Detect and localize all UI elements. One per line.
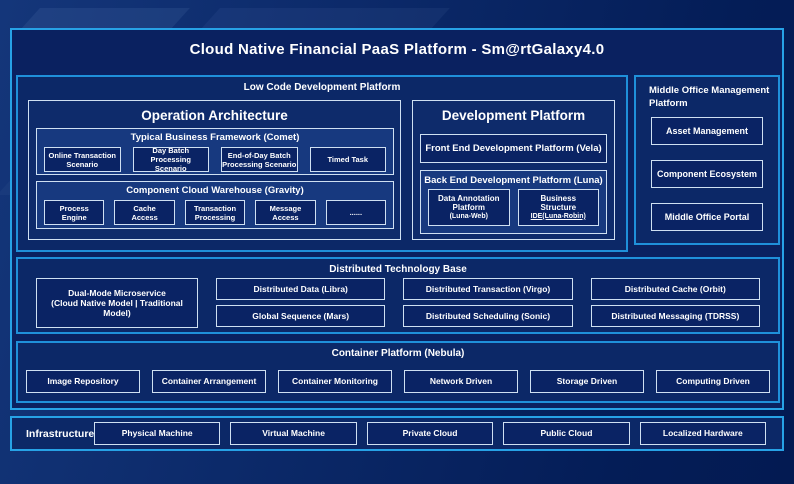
container-item-network-driven: Network Driven: [404, 370, 518, 393]
warehouse-item-message-access: Message Access: [255, 200, 316, 225]
warehouse-item-more: ......: [325, 200, 387, 225]
warehouse-item-transaction-processing: Transaction Processing: [184, 200, 246, 225]
framework-item-row: Online Transaction Scenario Day Batch Pr…: [37, 143, 393, 173]
distributed-column-2: Distributed Transaction (Virgo) Distribu…: [403, 278, 573, 328]
business-structure-ide-codename: IDE(Luna-Robin): [530, 212, 586, 220]
back-end-development-platform-box: Back End Development Platform (Luna) Dat…: [420, 170, 607, 234]
container-platform-section: Container Platform (Nebula) Image Reposi…: [16, 341, 780, 403]
component-cloud-warehouse-label: Component Cloud Warehouse (Gravity): [126, 185, 304, 196]
container-item-container-monitoring: Container Monitoring: [278, 370, 392, 393]
warehouse-item-cache-access: Cache Access: [114, 200, 175, 225]
warehouse-item-process-engine: Process Engine: [44, 200, 105, 225]
middle-office-item-middle-office-portal: Middle Office Portal: [651, 203, 763, 231]
business-structure-label: Business Structure: [540, 193, 577, 213]
typical-business-framework-box: Typical Business Framework (Comet) Onlin…: [36, 128, 394, 175]
infrastructure-item-public-cloud: Public Cloud: [503, 422, 630, 445]
typical-business-framework-label: Typical Business Framework (Comet): [130, 132, 300, 143]
container-item-image-repository: Image Repository: [26, 370, 140, 393]
data-annotation-platform-label: Data Annotation Platform: [438, 193, 500, 213]
warehouse-item-row: Process Engine Cache Access Transaction …: [37, 196, 393, 225]
page-title: Cloud Native Financial PaaS Platform - S…: [189, 41, 605, 58]
infrastructure-item-row: Physical Machine Virtual Machine Private…: [94, 422, 767, 445]
infrastructure-item-private-cloud: Private Cloud: [366, 422, 494, 445]
platform-diagram: Cloud Native Financial PaaS Platform - S…: [10, 28, 784, 410]
middle-office-item-component-ecosystem: Component Ecosystem: [651, 160, 763, 188]
middle-office-management-platform-section: Middle Office Management Platform Asset …: [634, 75, 780, 245]
distributed-item-distributed-cache: Distributed Cache (Orbit): [590, 278, 760, 300]
infrastructure-item-physical-machine: Physical Machine: [94, 422, 221, 445]
distributed-item-distributed-transaction: Distributed Transaction (Virgo): [403, 278, 573, 300]
infrastructure-label: Infrastructure: [26, 427, 95, 440]
distributed-item-distributed-scheduling: Distributed Scheduling (Sonic): [403, 305, 573, 327]
container-item-container-arrangement: Container Arrangement: [152, 370, 266, 393]
decorative-streak: [20, 8, 190, 30]
operation-architecture-box: Operation Architecture Typical Business …: [28, 100, 401, 240]
middle-office-section-label: Middle Office Management Platform: [649, 85, 770, 109]
distributed-item-dual-mode-microservice: Dual-Mode Microservice (Cloud Native Mod…: [36, 278, 198, 328]
distributed-technology-base-section: Distributed Technology Base Dual-Mode Mi…: [16, 257, 780, 334]
component-cloud-warehouse-box: Component Cloud Warehouse (Gravity) Proc…: [36, 181, 394, 229]
front-end-development-platform-box: Front End Development Platform (Vela): [420, 134, 607, 163]
container-platform-item-row: Image Repository Container Arrangement C…: [26, 370, 770, 393]
framework-item-online-transaction: Online Transaction Scenario: [44, 147, 121, 172]
distributed-item-distributed-messaging: Distributed Messaging (TDRSS): [590, 305, 760, 327]
distributed-section-label: Distributed Technology Base: [329, 264, 467, 275]
middle-office-item-asset-management: Asset Management: [651, 117, 763, 145]
container-platform-label: Container Platform (Nebula): [331, 348, 465, 359]
framework-item-timed-task: Timed Task: [309, 147, 386, 172]
data-annotation-platform-codename: (Luna-Web): [449, 212, 488, 220]
infrastructure-item-localized-hardware: Localized Hardware: [639, 422, 767, 445]
distributed-item-distributed-data: Distributed Data (Libra): [216, 278, 386, 300]
infrastructure-item-virtual-machine: Virtual Machine: [230, 422, 357, 445]
distributed-content-row: Dual-Mode Microservice (Cloud Native Mod…: [36, 278, 760, 328]
low-code-section-label: Low Code Development Platform: [243, 82, 401, 93]
development-platform-title: Development Platform: [441, 108, 586, 123]
back-end-development-platform-label: Back End Development Platform (Luna): [424, 175, 603, 186]
development-platform-box: Development Platform Front End Developme…: [412, 100, 615, 240]
distributed-item-global-sequence: Global Sequence (Mars): [216, 305, 386, 327]
container-item-computing-driven: Computing Driven: [656, 370, 770, 393]
low-code-development-platform-section: Low Code Development Platform Operation …: [16, 75, 628, 252]
framework-item-end-of-day-batch: End-of-Day Batch Processing Scenario: [221, 147, 298, 172]
framework-item-day-batch: Day Batch Processing Scenario: [132, 146, 209, 173]
distributed-column-3: Distributed Cache (Orbit) Distributed Me…: [590, 278, 760, 328]
distributed-column-1: Distributed Data (Libra) Global Sequence…: [216, 278, 386, 328]
back-end-item-row: Data Annotation Platform (Luna-Web) Busi…: [421, 186, 606, 226]
container-item-storage-driven: Storage Driven: [530, 370, 644, 393]
back-end-item-data-annotation: Data Annotation Platform (Luna-Web): [428, 189, 510, 226]
decorative-streak: [200, 8, 450, 30]
back-end-item-business-structure: Business Structure IDE(Luna-Robin): [517, 189, 599, 226]
infrastructure-section: Infrastructure Physical Machine Virtual …: [10, 416, 784, 451]
operation-architecture-title: Operation Architecture: [141, 108, 288, 123]
